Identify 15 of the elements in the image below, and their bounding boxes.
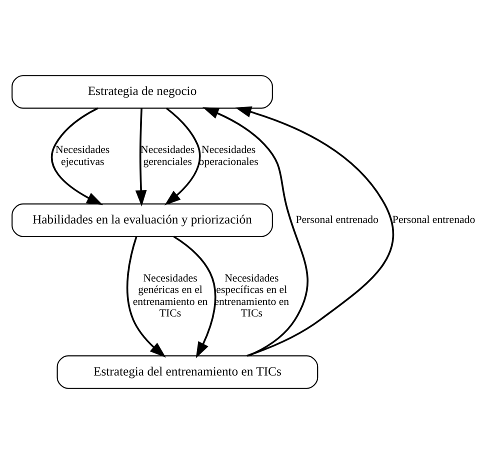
- edge-label: Necesidades genéricas en el entrenamiento en TICs: [132, 272, 208, 320]
- arrow: [235, 106, 394, 356]
- edge-label: Necesidades ejecutivas: [56, 143, 110, 168]
- node-box: Habilidades en la evaluación y priorización: [12, 202, 273, 237]
- arrow: [51, 106, 104, 205]
- edge-label: Personal entrenado: [392, 214, 476, 226]
- arrow: [135, 108, 147, 206]
- arrow: [202, 106, 308, 356]
- edge-label: Personal entrenado: [296, 214, 378, 226]
- arrow: [126, 236, 166, 358]
- node-box: Estrategia de negocio: [12, 74, 273, 108]
- node-box: Estrategia del entrenamiento en TICs: [56, 354, 318, 388]
- arrow: [164, 107, 201, 205]
- edge-label: Necesidades gerenciales: [140, 143, 195, 168]
- arrow: [173, 235, 216, 358]
